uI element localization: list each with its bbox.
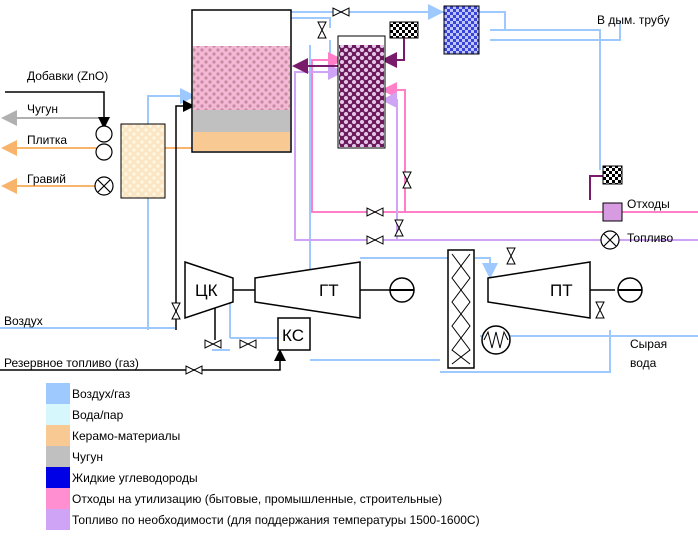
legend-swatch — [46, 488, 70, 509]
label-raw-water: Сырая вода — [630, 337, 670, 370]
legend-item: Отходы на утилизацию (бытовые, промышлен… — [46, 488, 646, 509]
fuel-meter-icon — [600, 230, 620, 250]
legend-swatch — [46, 425, 70, 446]
label-air: Воздух — [4, 314, 43, 328]
generator-2-icon — [617, 277, 643, 303]
regenerator — [337, 35, 386, 149]
compressor: ЦК — [184, 260, 234, 320]
label-tile: Плитка — [27, 133, 67, 147]
black-lines — [0, 91, 615, 371]
combustion-chamber: КС — [277, 317, 311, 351]
compressor-label: ЦК — [195, 281, 218, 300]
combustion-chamber-label: КС — [282, 326, 304, 345]
legend-text: Жидкие углеводороды — [72, 470, 198, 485]
label-waste: Отходы — [627, 197, 670, 211]
label-gravel: Гравий — [27, 172, 66, 186]
fuel-lines — [294, 64, 698, 241]
condenser-icon — [481, 325, 511, 355]
label-reserve-fuel: Резервное топливо (газ) — [4, 356, 139, 370]
steam-turbine-label: ПТ — [550, 281, 573, 300]
legend-text: Вода/пар — [72, 407, 124, 422]
legend-item: Топливо по необходимости (для поддержани… — [46, 509, 646, 530]
legend-swatch — [46, 383, 70, 404]
legend-text: Отходы на утилизацию (бытовые, промышлен… — [72, 491, 443, 506]
label-additives: Добавки (ZnO) — [27, 69, 108, 83]
legend-swatch — [46, 404, 70, 425]
gas-cleaner — [443, 5, 480, 55]
heat-recovery-boiler — [447, 249, 475, 369]
legend-text: Воздух/газ — [72, 386, 131, 401]
purple-lines — [292, 38, 604, 200]
label-fuel: Топливо — [627, 231, 674, 245]
ceramic-hopper — [120, 123, 166, 199]
gas-turbine: ГТ — [254, 261, 361, 319]
legend-item: Воздух/газ — [46, 383, 646, 404]
valve-icons — [171, 7, 605, 375]
label-cast-iron: Чугун — [27, 102, 58, 116]
waste-feeder — [602, 202, 623, 222]
legend-swatch — [46, 446, 70, 467]
legend-item: Жидкие углеводороды — [46, 467, 646, 488]
legend-item: Керамо-материалы — [46, 425, 646, 446]
legend-swatch — [46, 509, 70, 530]
legend-text: Топливо по необходимости (для поддержани… — [72, 512, 480, 527]
filter-block-right — [602, 165, 623, 185]
legend-text: Керамо-материалы — [72, 428, 181, 443]
gravel-meter-icon — [94, 176, 114, 196]
ceramic-lines — [1, 140, 192, 194]
label-to-chimney: В дым. трубу — [597, 13, 670, 27]
waste-lines — [311, 52, 698, 213]
gas-turbine-label: ГТ — [319, 281, 339, 300]
generator-1-icon — [389, 277, 415, 303]
legend-item: Чугун — [46, 446, 646, 467]
mixer-valve-icon — [95, 125, 113, 161]
filter-block-top — [389, 21, 419, 39]
legend-text: Чугун — [72, 449, 104, 464]
legend-swatch — [46, 467, 70, 488]
legend-item: Вода/пар — [46, 404, 646, 425]
melting-furnace — [191, 9, 292, 153]
steam-turbine: ПТ — [487, 261, 591, 319]
